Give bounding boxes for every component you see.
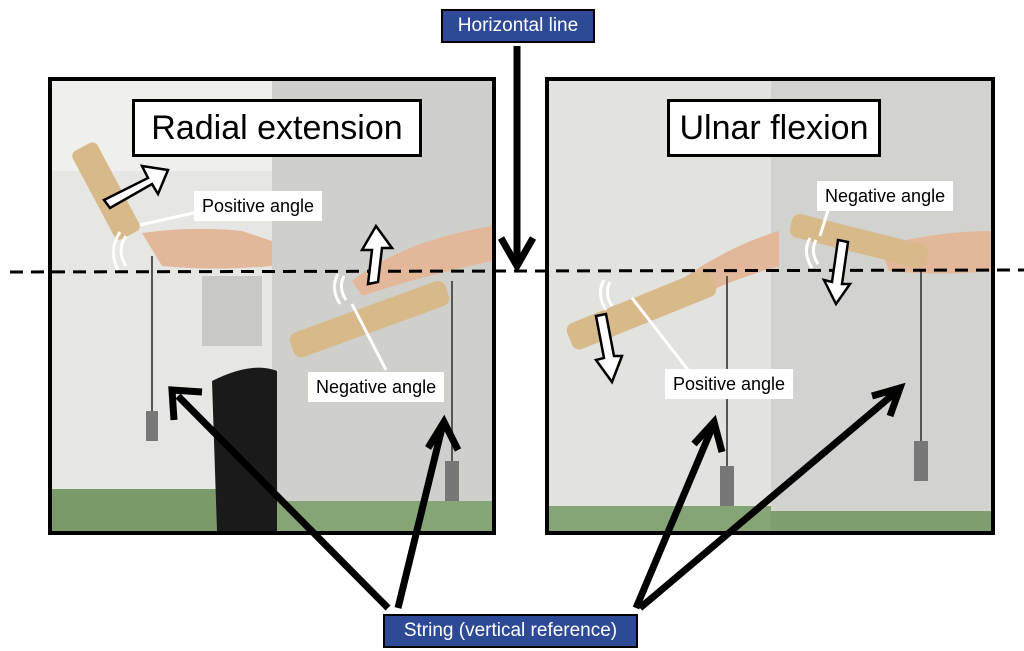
radial-extension-photo-panel: Radial extension Positive angle Negative… (48, 77, 496, 535)
string-vertical-reference-label: String (vertical reference) (383, 614, 638, 648)
positive-angle-label: Positive angle (665, 369, 794, 399)
negative-angle-label: Negative angle (308, 372, 445, 402)
panel-title-ulnar-flexion: Ulnar flexion (667, 99, 881, 157)
horizontal-line-label: Horizontal line (441, 9, 595, 43)
positive-angle-label: Positive angle (194, 191, 323, 221)
panel-title-radial-extension: Radial extension (132, 99, 422, 157)
ulnar-flexion-photo-panel: Ulnar flexion Negative angle Positive an… (545, 77, 995, 535)
negative-angle-label: Negative angle (817, 181, 954, 211)
horizontal-line-pointer-head (497, 236, 537, 274)
